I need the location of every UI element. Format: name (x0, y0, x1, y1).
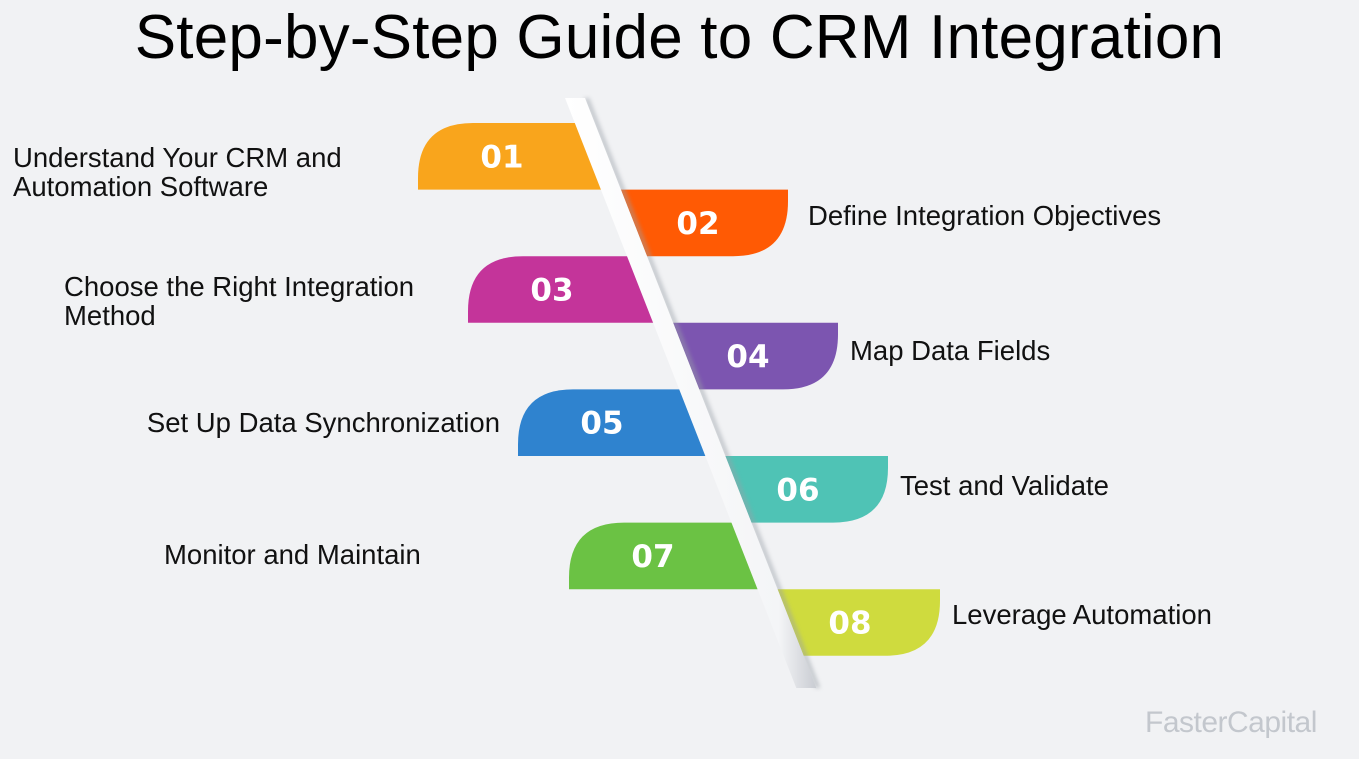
step-tab-05 (518, 389, 708, 456)
step-tab-03 (468, 256, 656, 323)
step-label: Test and Validate (900, 470, 1109, 501)
diagonal-divider (565, 98, 817, 688)
step-label: Map Data Fields (850, 335, 1051, 366)
step-number: 01 (480, 139, 523, 175)
step-number: 04 (726, 339, 769, 375)
page-title: Step-by-Step Guide to CRM Integration (134, 3, 1225, 72)
watermark: FasterCapital (1145, 706, 1317, 739)
step-number: 08 (828, 606, 871, 642)
step-tab-02 (620, 189, 788, 257)
step-label: Set Up Data Synchronization (146, 407, 500, 438)
step-tab-08 (777, 589, 940, 656)
step-tab-07 (569, 522, 760, 590)
step-number: 05 (580, 406, 623, 442)
step-label: Leverage Automation (952, 599, 1212, 630)
divider-shadow (584, 98, 821, 688)
step-tab-06 (725, 456, 888, 523)
step-number: 07 (631, 539, 674, 575)
step-number: 02 (676, 206, 719, 242)
step-number: 03 (530, 273, 573, 309)
step-label: Define Integration Objectives (808, 200, 1162, 231)
step-tab-04 (673, 322, 838, 390)
step-number: 06 (776, 472, 819, 508)
step-tab-01 (418, 123, 603, 190)
step-label: Monitor and Maintain (164, 539, 421, 570)
